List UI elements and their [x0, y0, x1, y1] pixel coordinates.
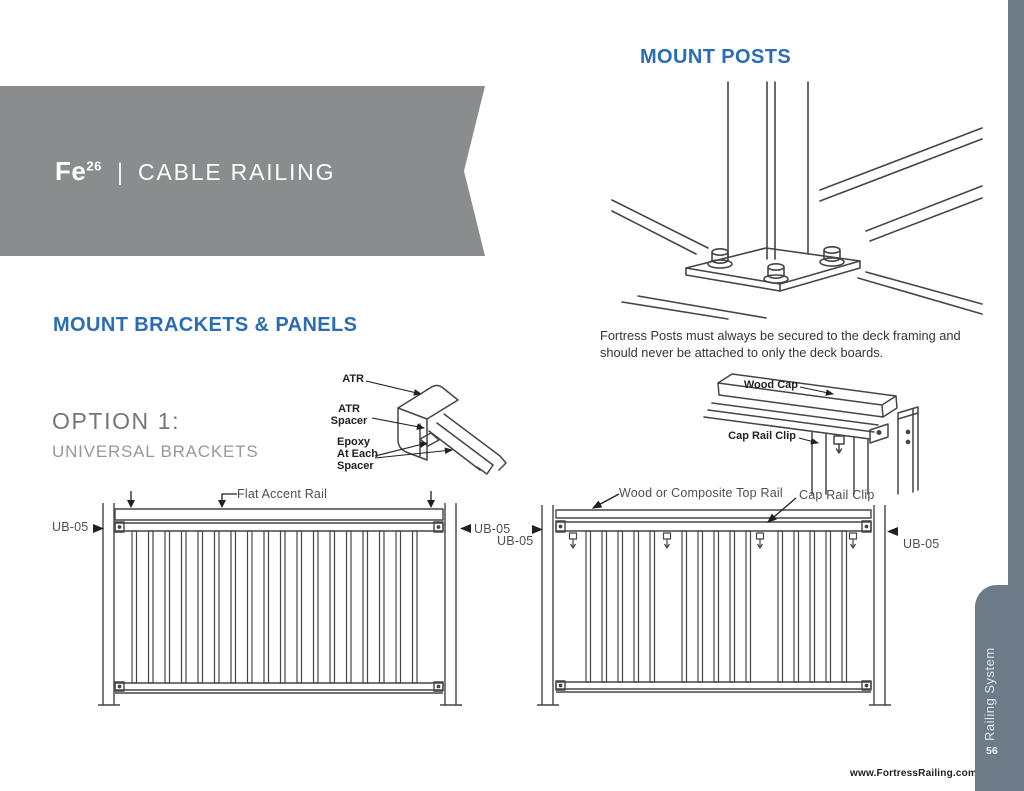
page-number: 56: [986, 745, 998, 757]
posts: [98, 503, 462, 706]
brand-superscript: 26: [86, 157, 102, 173]
mount-brackets-heading: MOUNT BRACKETS & PANELS: [53, 314, 358, 336]
metal-top-rail-with-brackets: [555, 520, 872, 533]
wood-cap-detail-drawing: [702, 372, 990, 500]
wood-composite-top-rail-label: Wood or Composite Top Rail: [619, 486, 783, 500]
bottom-rail-with-brackets: [114, 681, 444, 694]
corner-post-art: [869, 406, 919, 495]
top-rail-panel-diagram: [532, 485, 960, 720]
balusters: [585, 530, 848, 683]
cap-rail-clip-panel-label: Cap Rail Clip: [799, 488, 875, 502]
deck-framing-lines: [611, 127, 983, 320]
balusters-art: [811, 431, 869, 495]
cap-rail-clip-detail-label: Cap Rail Clip: [728, 430, 796, 442]
post: [727, 81, 809, 260]
accent-rail-panel-diagram: [50, 487, 505, 720]
atr-spacer-label: ATR Spacer: [330, 403, 368, 427]
cap-rail-clip-art: [833, 435, 845, 454]
post-installation-drawing: [608, 78, 983, 320]
wood-cap-label: Wood Cap: [743, 379, 798, 391]
flat-accent-rail-label: Flat Accent Rail: [237, 487, 328, 501]
cap-leader-lines: [798, 386, 835, 445]
mount-posts-heading: MOUNT POSTS: [640, 46, 792, 68]
atr-rail-art: [397, 384, 507, 475]
brand-name: Fe26: [55, 155, 102, 186]
ub05-label-right: UB-05: [903, 537, 940, 551]
option-1-title: OPTION 1:: [52, 408, 181, 434]
banner-title: CABLE RAILING: [138, 158, 336, 185]
cap-rail-clips: [568, 532, 858, 549]
posts: [537, 505, 891, 706]
brand-banner: Fe26 | CABLE RAILING: [0, 86, 485, 256]
pointer-arrows: [93, 491, 471, 533]
balusters: [131, 530, 418, 684]
wood-cap-art: [717, 373, 898, 418]
epoxy-label: Epoxy At Each Spacer: [337, 436, 378, 472]
railing-system-tab: Railing System 56: [975, 585, 1024, 791]
atr-label: ATR: [342, 373, 364, 385]
railing-system-tab-label: Railing System: [982, 647, 997, 741]
pointer-arrows: [532, 493, 898, 536]
mount-posts-caption: Fortress Posts must always be secured to…: [600, 328, 961, 360]
wood-top-rail: [555, 509, 872, 519]
atr-leader-lines: [365, 380, 454, 459]
ub05-label-left: UB-05: [52, 520, 89, 534]
brand-banner-text: Fe26 | CABLE RAILING: [55, 156, 335, 187]
website-url: www.FortressRailing.com: [850, 768, 978, 779]
ub05-label-left: UB-05: [497, 534, 534, 548]
mounting-bolts: [707, 246, 845, 284]
banner-divider: |: [116, 158, 124, 186]
base-plate: [685, 247, 861, 292]
flat-accent-rail: [114, 508, 444, 521]
top-rail-with-brackets: [114, 521, 444, 533]
atr-detail-drawing: [328, 368, 513, 500]
ub05-label-right: UB-05: [474, 522, 511, 536]
option-1-subtitle: UNIVERSAL BRACKETS: [52, 442, 259, 461]
bottom-rail-with-brackets: [555, 680, 872, 693]
